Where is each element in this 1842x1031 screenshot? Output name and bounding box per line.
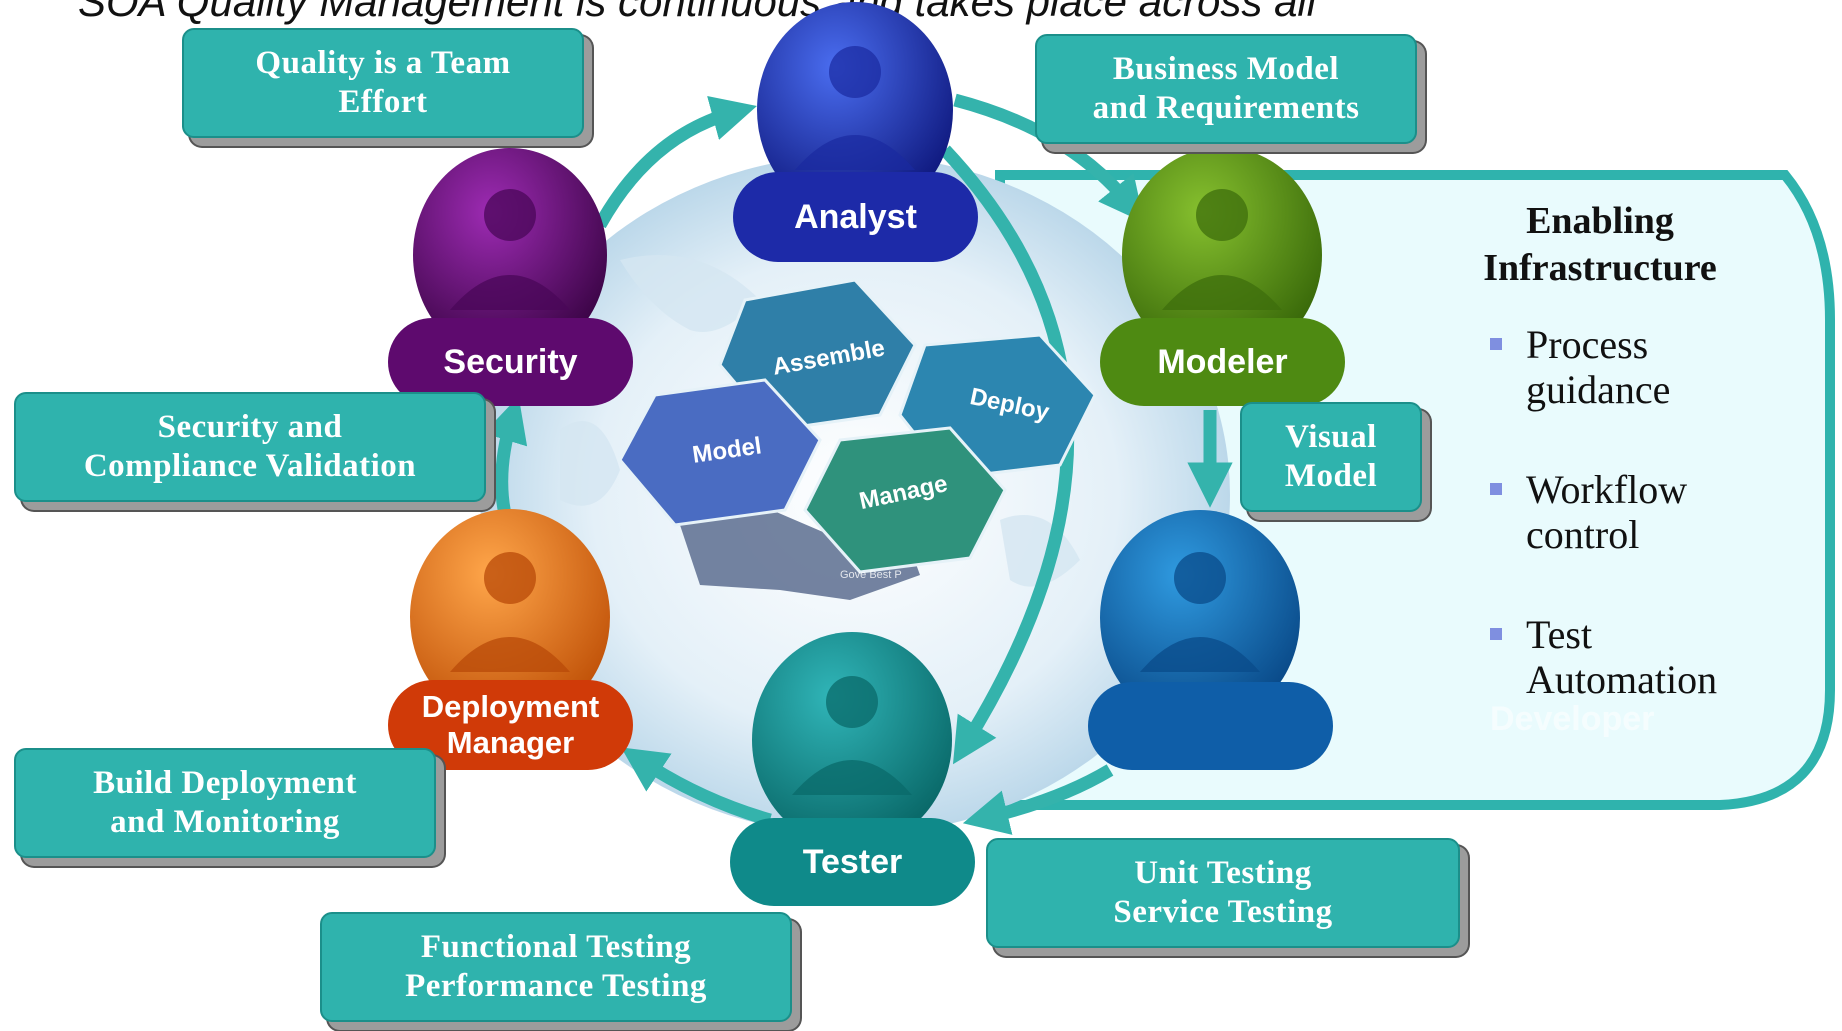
callout-quality-team: Quality is a Team Effort: [182, 28, 584, 138]
role-label-developer: Developer: [1490, 700, 1655, 738]
callout-business-model: Business Model and Requirements: [1035, 34, 1417, 144]
lifecycle-hexagons: [618, 278, 1097, 600]
cycle-arc-left: [594, 95, 757, 229]
infrastructure-item: Workflow control: [1490, 467, 1717, 557]
developer-figure: [1088, 510, 1333, 770]
callout-visual-model: Visual Model: [1240, 402, 1422, 512]
infrastructure-list: Process guidance Workflow control Test A…: [1490, 322, 1717, 757]
role-label-security: Security: [443, 342, 578, 381]
infrastructure-item: Test Automation: [1490, 612, 1717, 702]
role-label-modeler: Modeler: [1157, 342, 1288, 381]
globe-continents: [560, 255, 1080, 587]
hexagon-label-governance: Gove Best P: [840, 569, 902, 581]
headline: SOA Quality Management is continuous and…: [78, 0, 1317, 25]
tester-figure: [730, 632, 975, 906]
callout-functional-testing: Functional Testing Performance Testing: [320, 912, 792, 1022]
deployment-manager-figure: [388, 509, 633, 770]
security-figure: [388, 148, 633, 406]
analyst-figure: [733, 2, 978, 262]
modeler-figure: [1100, 147, 1345, 406]
callout-unit-testing: Unit Testing Service Testing: [986, 838, 1460, 948]
infrastructure-item: Process guidance: [1490, 322, 1717, 412]
bullet-icon: [1490, 628, 1502, 640]
role-label-tester: Tester: [802, 842, 903, 881]
callout-security-compliance: Security and Compliance Validation: [14, 392, 486, 502]
bullet-icon: [1490, 338, 1502, 350]
role-label-analyst: Analyst: [794, 197, 917, 236]
bullet-icon: [1490, 483, 1502, 495]
cycle-arc-bottom-right: [962, 764, 1114, 835]
callout-build-deployment: Build Deployment and Monitoring: [14, 748, 436, 858]
infrastructure-title: Enabling Infrastructure: [1483, 200, 1717, 289]
role-label-deployment-manager: Deployment Manager: [421, 689, 600, 760]
cycle-arc-bottom-left: [621, 747, 772, 827]
